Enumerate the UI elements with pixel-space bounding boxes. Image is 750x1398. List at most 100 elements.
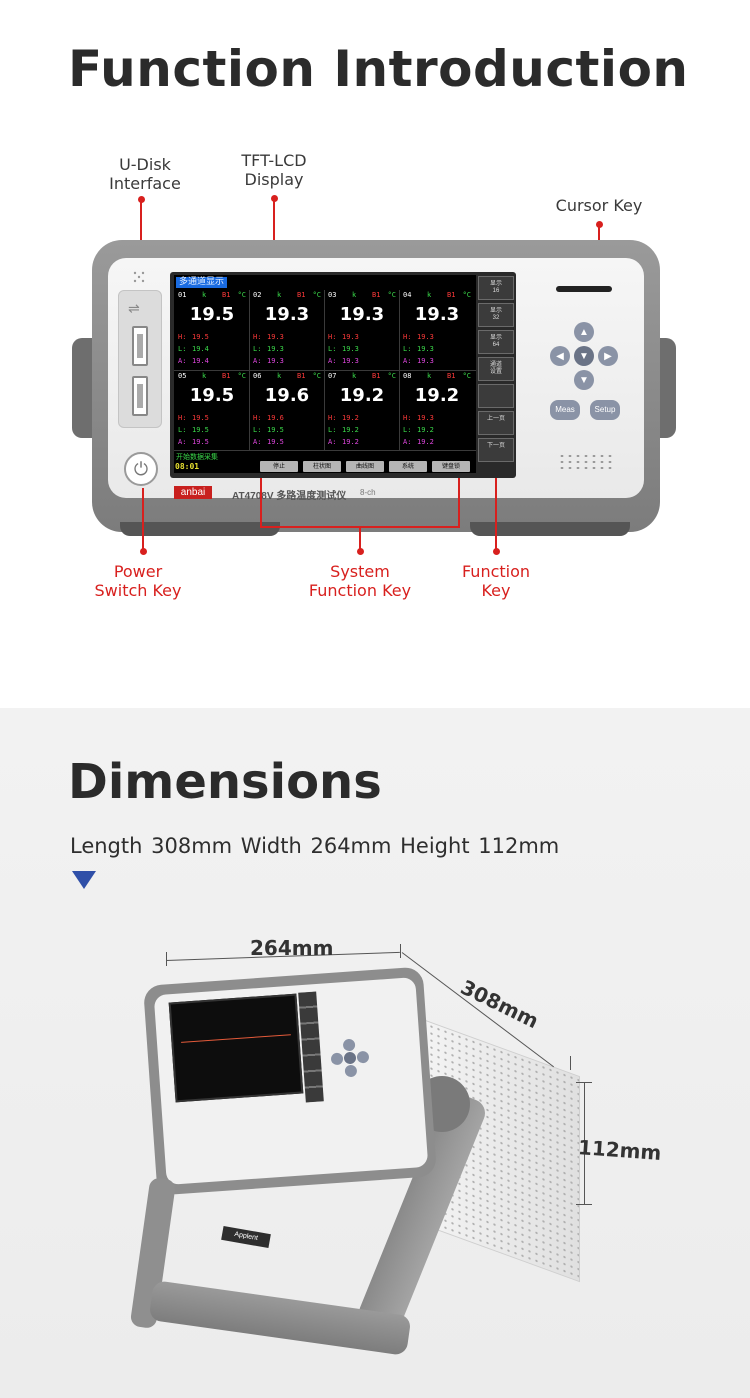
channel-number: 02	[253, 291, 262, 299]
avg-value: 19.3	[417, 357, 434, 365]
channel-number: 07	[328, 372, 337, 380]
setup-button[interactable]: Setup	[590, 400, 620, 420]
function-key-page-up[interactable]: 上一页	[478, 411, 514, 435]
pointer-dot	[357, 548, 364, 555]
cursor-left-button[interactable]: ◀	[550, 346, 570, 366]
unit: °C	[387, 372, 396, 380]
cursor-keys-icon	[331, 1039, 369, 1077]
label-power-switch: Power Switch Key	[94, 562, 182, 600]
dimension-tick	[400, 944, 401, 958]
pointer-line	[142, 488, 144, 550]
avg-value: 19.3	[342, 357, 359, 365]
device-foot	[470, 522, 630, 536]
cursor-up-button[interactable]: ▲	[574, 322, 594, 342]
model-channels: 8-ch	[360, 488, 376, 497]
model-name: AT4708V 多路温度测试仪	[232, 491, 347, 502]
high-value: 19.3	[417, 414, 434, 422]
channel-value: 19.3	[414, 304, 460, 325]
pointer-dot	[138, 196, 145, 203]
height-dimension-line	[584, 1082, 585, 1204]
unit: °C	[237, 291, 246, 299]
row-tag: A:	[178, 438, 187, 446]
card-slot	[556, 286, 612, 292]
power-button[interactable]: ⏻	[124, 452, 158, 486]
system-function-keys: 停止 柱状图 曲线图 系统 键盘锁	[260, 461, 470, 472]
row-tag: A:	[178, 357, 187, 365]
channel-number: 06	[253, 372, 262, 380]
sensor-type: k	[352, 372, 357, 380]
row-tag: H:	[328, 333, 337, 341]
row-tag: L:	[328, 345, 337, 353]
row-tag: L:	[178, 426, 187, 434]
row-tag: H:	[328, 414, 337, 422]
dimension-tick	[576, 1082, 592, 1083]
avg-value: 19.4	[192, 357, 209, 365]
label-udisk: U-Disk Interface	[109, 155, 181, 193]
channel-value: 19.3	[264, 304, 310, 325]
low-value: 19.3	[267, 345, 284, 353]
low-value: 19.4	[192, 345, 209, 353]
high-value: 19.3	[267, 333, 284, 341]
channel-value: 19.2	[414, 385, 460, 406]
channel-value: 19.2	[339, 385, 385, 406]
lcd-time: 08:01	[175, 462, 200, 471]
arrow-right-icon: ▶	[604, 350, 612, 362]
system-key-system[interactable]: 系统	[389, 461, 427, 472]
usb-port[interactable]	[132, 376, 148, 416]
system-key-stop[interactable]: 停止	[260, 461, 298, 472]
sensor-type: k	[277, 372, 282, 380]
meas-button[interactable]: Meas	[550, 400, 580, 420]
function-key-channel-setup[interactable]: 通道 设置	[478, 357, 514, 381]
sensor-type: k	[202, 291, 207, 299]
high-value: 19.3	[342, 333, 359, 341]
unit: °C	[462, 291, 471, 299]
channel-number: 08	[403, 372, 412, 380]
high-value: 19.5	[192, 414, 209, 422]
function-key-blank[interactable]	[478, 384, 514, 408]
avg-value: 19.2	[342, 438, 359, 446]
label-cursor-key: Cursor Key	[555, 196, 643, 215]
cursor-right-button[interactable]: ▶	[598, 346, 618, 366]
function-key-page-down[interactable]: 下一页	[478, 438, 514, 462]
label-system-function: System Function Key	[308, 562, 412, 600]
enter-icon: ▼	[579, 350, 589, 362]
label-tft-lcd: TFT-LCD Display	[241, 151, 307, 189]
pointer-dot	[493, 548, 500, 555]
unit: °C	[237, 372, 246, 380]
channel-number: 05	[178, 372, 187, 380]
channel-number: 01	[178, 291, 187, 299]
avg-value: 19.5	[192, 438, 209, 446]
function-key-display-64[interactable]: 显示 64	[478, 330, 514, 354]
applent-badge: Applent	[221, 1225, 271, 1249]
cursor-enter-button[interactable]: ▼	[574, 346, 594, 366]
section-title-function: Function Introduction	[68, 40, 689, 98]
low-value: 19.3	[342, 345, 359, 353]
system-key-keylock[interactable]: 键盘锁	[432, 461, 470, 472]
dimensions-text: Length 308mm Width 264mm Height 112mm	[70, 834, 560, 858]
pointer-dot	[271, 195, 278, 202]
unit: °C	[387, 291, 396, 299]
usb-port[interactable]	[132, 326, 148, 366]
low-value: 19.2	[417, 426, 434, 434]
row-tag: A:	[253, 357, 262, 365]
dimension-tick	[166, 952, 167, 966]
cursor-down-button[interactable]: ▼	[574, 370, 594, 390]
row-tag: H:	[253, 414, 262, 422]
pointer-dot	[140, 548, 147, 555]
arrow-left-icon: ◀	[556, 350, 564, 362]
row-tag: A:	[403, 357, 412, 365]
system-key-bar-chart[interactable]: 柱状图	[303, 461, 341, 472]
lcd-title: 多通道显示	[176, 277, 228, 288]
low-value: 19.5	[192, 426, 209, 434]
function-key-display-32[interactable]: 显示 32	[478, 303, 514, 327]
triangle-down-icon	[72, 871, 96, 889]
function-key-display-16[interactable]: 显示 16	[478, 276, 514, 300]
channel-value: 19.3	[339, 304, 385, 325]
system-key-curve[interactable]: 曲线图	[346, 461, 384, 472]
sensor-board: B1	[222, 372, 231, 380]
